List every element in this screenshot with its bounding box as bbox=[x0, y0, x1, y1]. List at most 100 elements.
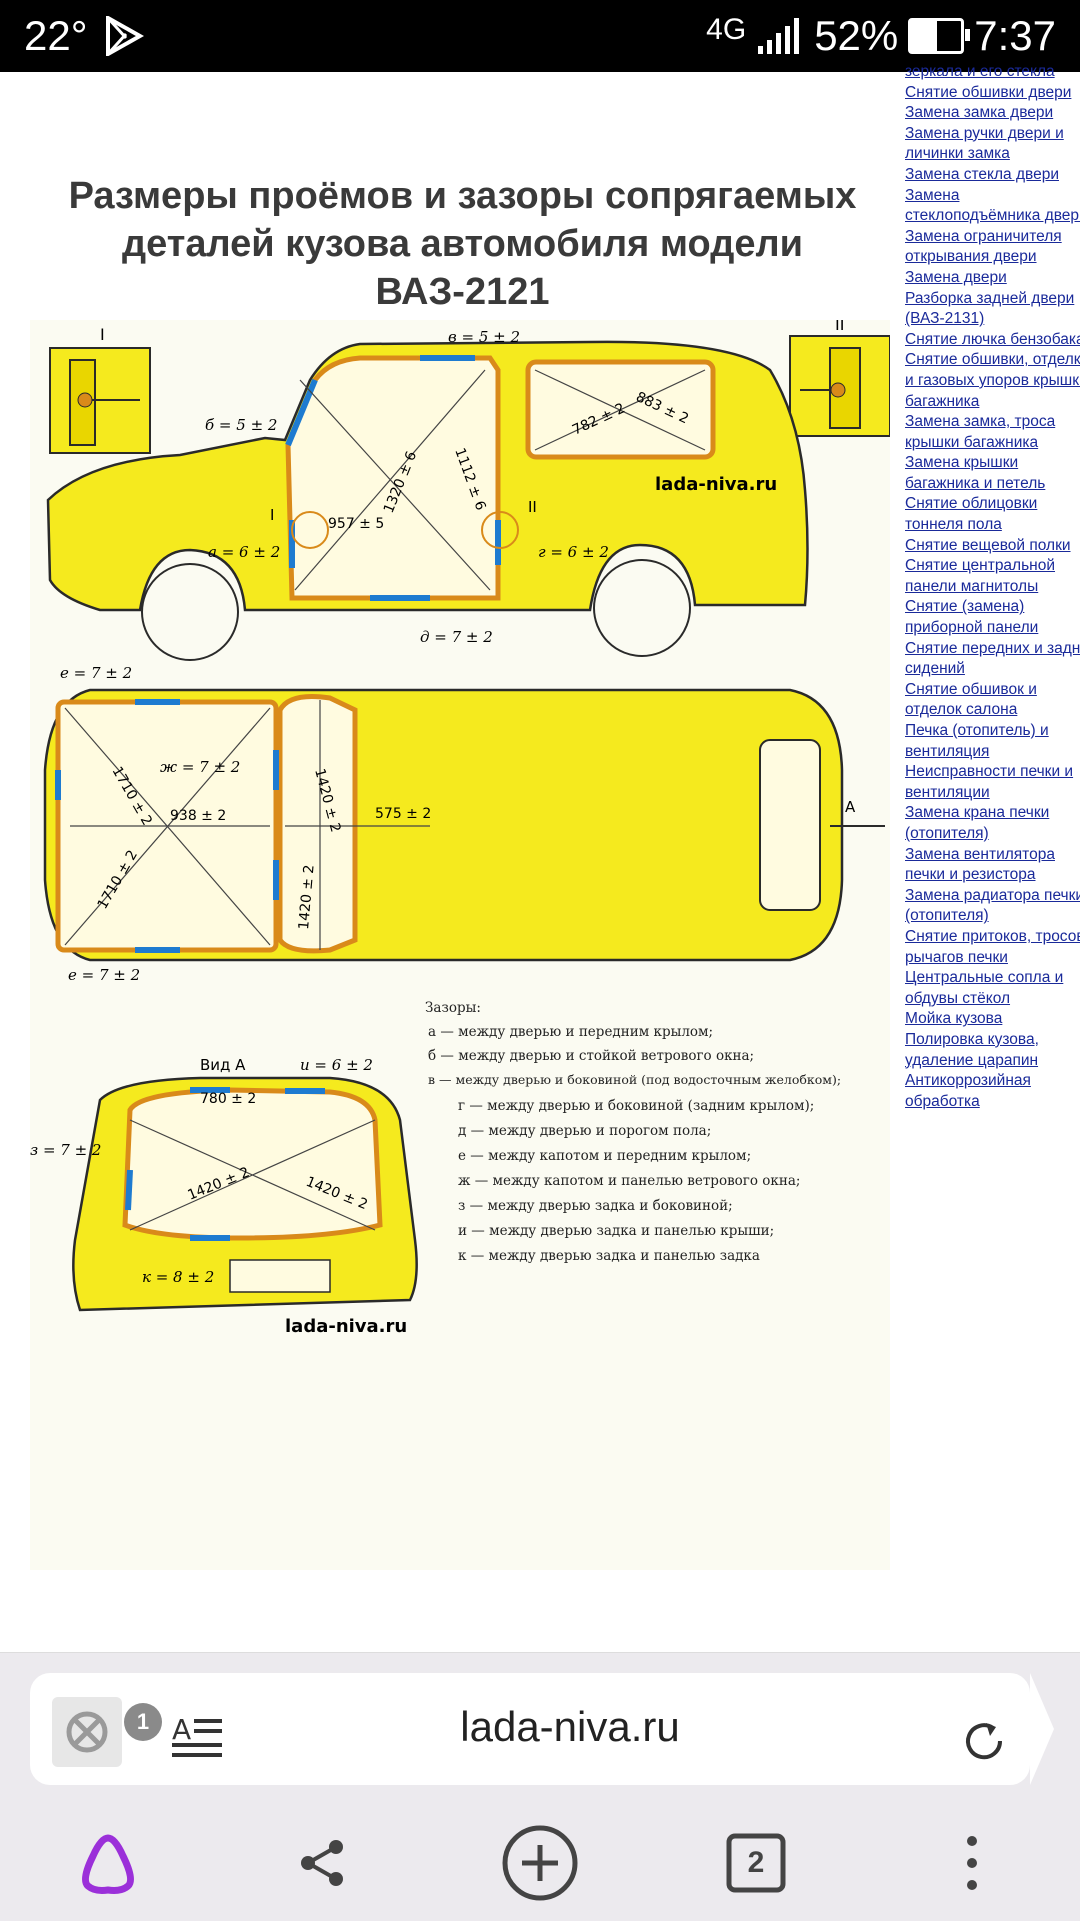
sidebar-link[interactable]: личинки замка bbox=[905, 145, 1010, 163]
bottom-nav: 2 bbox=[0, 1813, 1080, 1913]
label-b: б = 5 ± 2 bbox=[205, 416, 277, 434]
legend-title: Зазоры: bbox=[425, 1000, 481, 1016]
sidebar-link[interactable]: сидений bbox=[905, 660, 965, 678]
diagram-svg: I II bbox=[30, 320, 890, 1570]
signal-icon bbox=[758, 18, 800, 54]
sidebar-link[interactable]: Неисправности печки и bbox=[905, 763, 1074, 781]
roman-1-mark: I bbox=[270, 506, 274, 524]
sidebar-link[interactable]: Антикоррозийная bbox=[905, 1072, 1031, 1090]
sidebar-link[interactable]: Снятие притоков, тросов, bbox=[905, 927, 1080, 945]
sidebar-link[interactable]: Замена bbox=[905, 186, 960, 204]
roman-1-top: I bbox=[100, 325, 105, 344]
label-z: з = 7 ± 2 bbox=[30, 1141, 101, 1159]
roman-2-mark: II bbox=[528, 498, 537, 516]
sidebar-link[interactable]: Снятие облицовки bbox=[905, 495, 1038, 513]
sidebar-link[interactable]: Снятие обшивки двери bbox=[905, 83, 1072, 101]
label-g: г = 6 ± 2 bbox=[538, 543, 609, 561]
dim-575: 575 ± 2 bbox=[375, 806, 431, 822]
label-i: и = 6 ± 2 bbox=[300, 1056, 373, 1074]
share-button[interactable] bbox=[272, 1813, 372, 1913]
sidebar-link[interactable]: зеркала и его стекла bbox=[905, 63, 1055, 80]
sidebar-link[interactable]: Центральные сопла и bbox=[905, 969, 1064, 987]
menu-button[interactable] bbox=[922, 1813, 1022, 1913]
sidebar-link[interactable]: Замена крышки bbox=[905, 454, 1019, 472]
sidebar-link[interactable]: обработка bbox=[905, 1092, 980, 1110]
tabs-icon bbox=[726, 1833, 786, 1893]
sidebar-link[interactable]: печки и резистора bbox=[905, 866, 1036, 884]
rear-view: Вид А и = 6 ± 2 780 ± 2 з = 7 ± 2 1420 ±… bbox=[30, 1056, 418, 1337]
sidebar-link[interactable]: Замена вентилятора bbox=[905, 845, 1055, 863]
legend-item: к — между дверью задка и панелью задка bbox=[458, 1248, 760, 1264]
sidebar-link[interactable]: отделок салона bbox=[905, 701, 1018, 719]
sidebar-link[interactable]: крышки багажника bbox=[905, 433, 1039, 451]
label-e-top: е = 7 ± 2 bbox=[60, 664, 132, 682]
sidebar-link[interactable]: Мойка кузова bbox=[905, 1010, 1003, 1028]
reload-icon[interactable] bbox=[960, 1717, 1008, 1765]
sidebar-link[interactable]: Снятие передних и задних bbox=[905, 639, 1080, 657]
sidebar-link[interactable]: удаление царапин bbox=[905, 1051, 1039, 1069]
ad-blocker-button[interactable]: 1 bbox=[52, 1697, 162, 1767]
sidebar-link[interactable]: вентиляция bbox=[905, 742, 990, 760]
rear-opening bbox=[122, 1087, 383, 1241]
sidebar-link[interactable]: рычагов печки bbox=[905, 948, 1008, 966]
sidebar-link[interactable]: Замена ручки двери и bbox=[905, 124, 1064, 142]
sidebar-link[interactable]: панели магнитолы bbox=[905, 577, 1039, 595]
sidebar-link[interactable]: Снятие обшивки, отделки bbox=[905, 351, 1080, 369]
sidebar-link[interactable]: Замена замка, троса bbox=[905, 413, 1056, 431]
sidebar-link[interactable]: (отопителя) bbox=[905, 824, 989, 842]
sidebar-link[interactable]: Замена замка двери bbox=[905, 104, 1054, 122]
dim-938: 938 ± 2 bbox=[170, 808, 226, 824]
sidebar-link[interactable]: Снятие вещевой полки bbox=[905, 536, 1071, 554]
new-tab-button[interactable] bbox=[490, 1813, 590, 1913]
address-bar[interactable]: 1 A lada-niva.ru bbox=[30, 1673, 1054, 1785]
dim-957: 957 ± 5 bbox=[328, 516, 384, 532]
sidebar-link[interactable]: (отопителя) bbox=[905, 907, 989, 925]
sidebar-link[interactable]: стеклоподъёмника двери bbox=[905, 207, 1080, 225]
legend-item: в — между дверью и боковиной (под водост… bbox=[428, 1072, 841, 1087]
tabs-button[interactable]: 2 bbox=[706, 1813, 806, 1913]
label-e-bottom: е = 7 ± 2 bbox=[68, 966, 140, 984]
more-vertical-icon bbox=[967, 1836, 977, 1890]
sidebar-link[interactable]: приборной панели bbox=[905, 619, 1039, 637]
sidebar-link[interactable]: Снятие (замена) bbox=[905, 598, 1025, 616]
legend-item: ж — между капотом и панелью ветрового ок… bbox=[458, 1173, 800, 1189]
alice-assistant-button[interactable] bbox=[58, 1813, 158, 1913]
page-title: Размеры проёмов и зазоры сопрягаемых дет… bbox=[68, 175, 857, 313]
sidebar-link[interactable]: Замена ограничителя bbox=[905, 227, 1062, 245]
url-display[interactable]: lada-niva.ru bbox=[460, 1703, 680, 1750]
sidebar-link[interactable]: багажника bbox=[905, 392, 980, 410]
dim-1420b: 1420 ± 2 bbox=[296, 864, 318, 930]
gaps-legend: Зазоры: а — между дверью и передним крыл… bbox=[425, 1000, 841, 1264]
sidebar-link[interactable]: обдувы стёкол bbox=[905, 989, 1011, 1007]
sidebar-link[interactable]: (ВАЗ-2131) bbox=[905, 310, 985, 328]
sidebar-link[interactable]: Замена крана печки bbox=[905, 804, 1050, 822]
legend-item: а — между дверью и передним крылом; bbox=[428, 1024, 713, 1040]
block-icon bbox=[66, 1711, 108, 1753]
sidebar-link[interactable]: Снятие лючка бензобака bbox=[905, 330, 1080, 348]
legend-item: и — между дверью задка и панелью крыши; bbox=[458, 1223, 774, 1239]
temperature-indicator: 22° bbox=[24, 12, 88, 59]
body-dimensions-diagram: I II bbox=[30, 320, 890, 1570]
side-view: I II bbox=[46, 320, 890, 661]
battery-icon bbox=[908, 18, 971, 54]
sidebar-link[interactable]: Замена стекла двери bbox=[905, 165, 1059, 183]
sidebar-link[interactable]: Полировка кузова, bbox=[905, 1030, 1039, 1048]
sidebar-link[interactable]: и газовых упоров крышки bbox=[905, 371, 1080, 389]
sidebar-link[interactable]: Замена двери bbox=[905, 268, 1007, 286]
sidebar-link[interactable]: Снятие обшивок и bbox=[905, 680, 1037, 698]
sidebar-link[interactable]: Разборка задней двери bbox=[905, 289, 1075, 307]
reader-mode-icon[interactable]: A bbox=[172, 1713, 224, 1757]
sidebar-link[interactable]: вентиляции bbox=[905, 783, 990, 801]
sidebar-link[interactable]: тоннеля пола bbox=[905, 516, 1002, 534]
sidebar-link[interactable]: багажника и петель bbox=[905, 474, 1046, 492]
browser-toolbar: 1 A lada-niva.ru bbox=[0, 1652, 1080, 1921]
blocked-count-badge: 1 bbox=[124, 1703, 162, 1741]
web-content[interactable]: Размеры проёмов и зазоры сопрягаемых дет… bbox=[0, 63, 1080, 1652]
sidebar-link[interactable]: открывания двери bbox=[905, 248, 1037, 266]
sidebar-link[interactable]: Замена радиатора печки bbox=[905, 886, 1080, 904]
tabs-count: 2 bbox=[747, 1846, 765, 1879]
windshield-opening bbox=[277, 694, 358, 954]
sidebar-link[interactable]: Снятие центральной bbox=[905, 557, 1056, 575]
sidebar-link[interactable]: Печка (отопитель) и bbox=[905, 722, 1049, 739]
